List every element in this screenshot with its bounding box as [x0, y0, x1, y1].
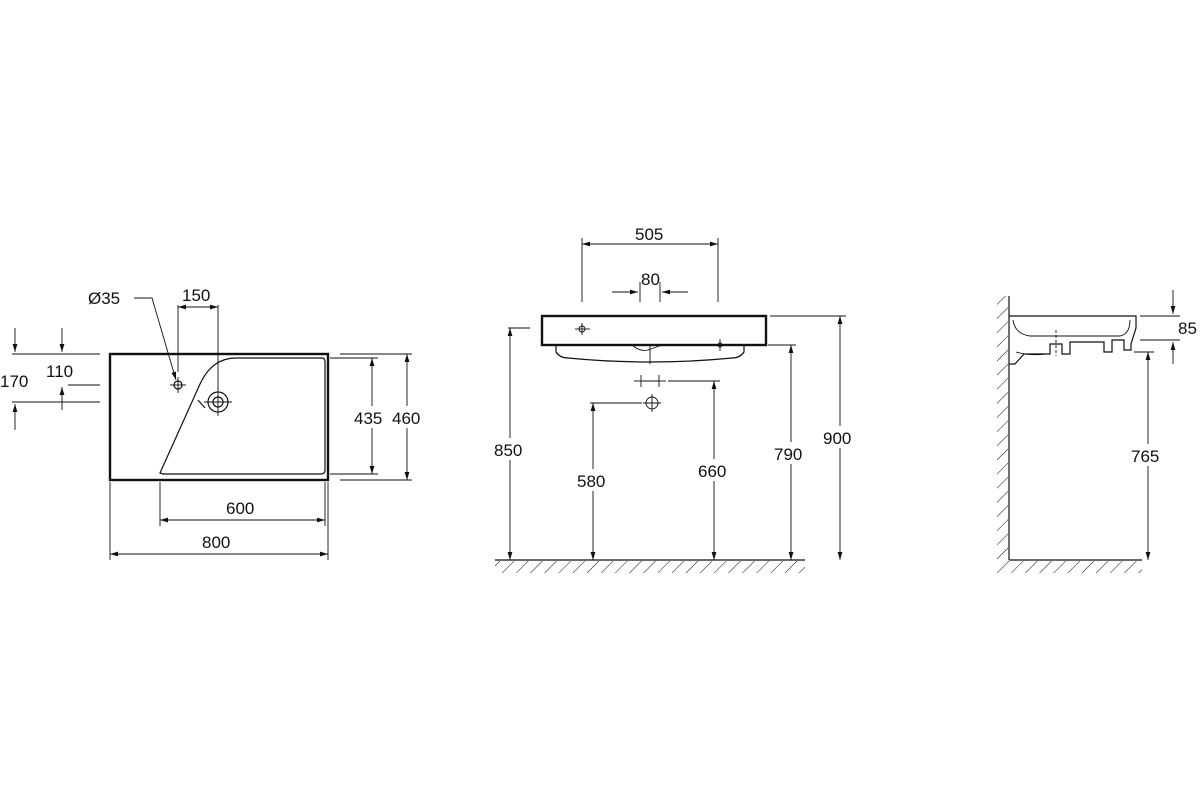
diameter-leader [134, 297, 177, 381]
tap-hole [170, 377, 186, 393]
floor-hatch-front [495, 561, 805, 573]
floor-hatch-side [997, 561, 1142, 573]
top-height-label: 900 [823, 429, 851, 448]
support-height-label: 765 [1131, 447, 1159, 466]
front-view: 505 80 850 580 [493, 225, 858, 573]
bracket-mark-front [712, 339, 728, 351]
side-view: 85 765 [997, 290, 1197, 573]
drain-hole [197, 388, 232, 416]
tap-offset-label: 150 [182, 286, 210, 305]
basin-side-profile [1009, 315, 1137, 365]
edge-to-tap-label: 110 [46, 362, 73, 381]
overall-width-label: 800 [202, 533, 230, 552]
bracket-height-label: 850 [494, 441, 522, 460]
basin-bowl [159, 357, 326, 475]
outer-depth-label: 460 [392, 409, 420, 428]
rim-thickness-label: 85 [1178, 319, 1197, 338]
basin-front-outline [540, 314, 768, 347]
inlet-spacing-label: 80 [641, 270, 660, 289]
hole-diameter-label: Ø35 [88, 289, 120, 308]
drain-spread-label: 505 [635, 225, 663, 244]
edge-to-drain-label: 170 [0, 372, 28, 391]
outlet-mark [643, 394, 661, 412]
tap-mark-front [575, 323, 590, 335]
inlet-marks [634, 375, 666, 387]
overflow-front [631, 344, 663, 351]
basin-side-bowl [1012, 319, 1131, 337]
outlet-height-label: 580 [577, 472, 605, 491]
wall-hatch [997, 296, 1008, 560]
waste-height-label: 660 [698, 462, 726, 481]
basin-outline [108, 352, 330, 482]
inner-depth-label: 435 [354, 409, 382, 428]
basin-width-label: 600 [226, 499, 254, 518]
plan-view: Ø35 150 110 170 435 460 600 [0, 286, 426, 560]
underside-height-label: 790 [774, 445, 802, 464]
